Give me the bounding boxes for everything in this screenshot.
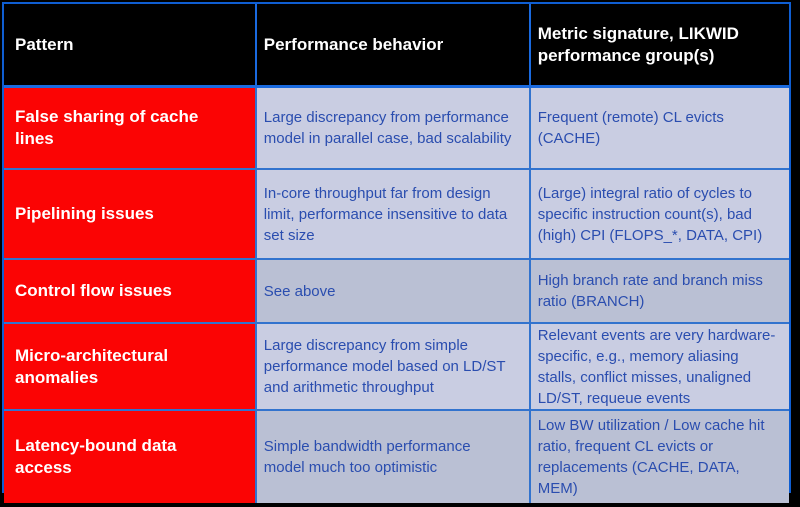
table-header-row: Pattern Performance behavior Metric sign…: [4, 4, 789, 88]
table-row: Latency-bound data access Simple bandwid…: [4, 409, 789, 503]
behavior-cell: Simple bandwidth performance model much …: [256, 411, 531, 503]
pattern-cell: False sharing of cache lines: [4, 88, 257, 168]
table-row: False sharing of cache lines Large discr…: [4, 88, 789, 168]
table-row: Micro-architectural anomalies Large disc…: [4, 322, 789, 409]
behavior-cell: Large discrepancy from simple performanc…: [256, 324, 531, 409]
pattern-cell: Control flow issues: [4, 260, 257, 322]
metric-cell: Frequent (remote) CL evicts (CACHE): [530, 88, 789, 168]
table-row: Control flow issues See above High branc…: [4, 258, 789, 322]
pattern-cell: Micro-architectural anomalies: [4, 324, 257, 409]
header-cell-pattern: Pattern: [4, 4, 257, 85]
header-cell-metric-signature: Metric signature, LIKWID performance gro…: [531, 4, 789, 85]
metric-cell: Low BW utilization / Low cache hit ratio…: [530, 411, 789, 503]
behavior-cell: Large discrepancy from performance model…: [256, 88, 531, 168]
metric-cell: High branch rate and branch miss ratio (…: [530, 260, 789, 322]
table-row: Pipelining issues In-core throughput far…: [4, 168, 789, 258]
metric-cell: (Large) integral ratio of cycles to spec…: [530, 170, 789, 258]
header-label-metric-signature: Metric signature, LIKWID performance gro…: [537, 23, 739, 65]
performance-patterns-table: Pattern Performance behavior Metric sign…: [2, 2, 791, 503]
pattern-cell: Pipelining issues: [4, 170, 257, 258]
metric-cell: Relevant events are very hardware-specif…: [530, 324, 789, 409]
header-label-pattern: Pattern: [15, 34, 74, 54]
behavior-cell: In-core throughput far from design limit…: [256, 170, 531, 258]
table-body: False sharing of cache lines Large discr…: [4, 88, 789, 503]
pattern-cell: Latency-bound data access: [4, 411, 257, 503]
header-cell-performance-behavior: Performance behavior: [257, 4, 531, 85]
header-label-performance-behavior: Performance behavior: [263, 34, 444, 54]
behavior-cell: See above: [256, 260, 531, 322]
